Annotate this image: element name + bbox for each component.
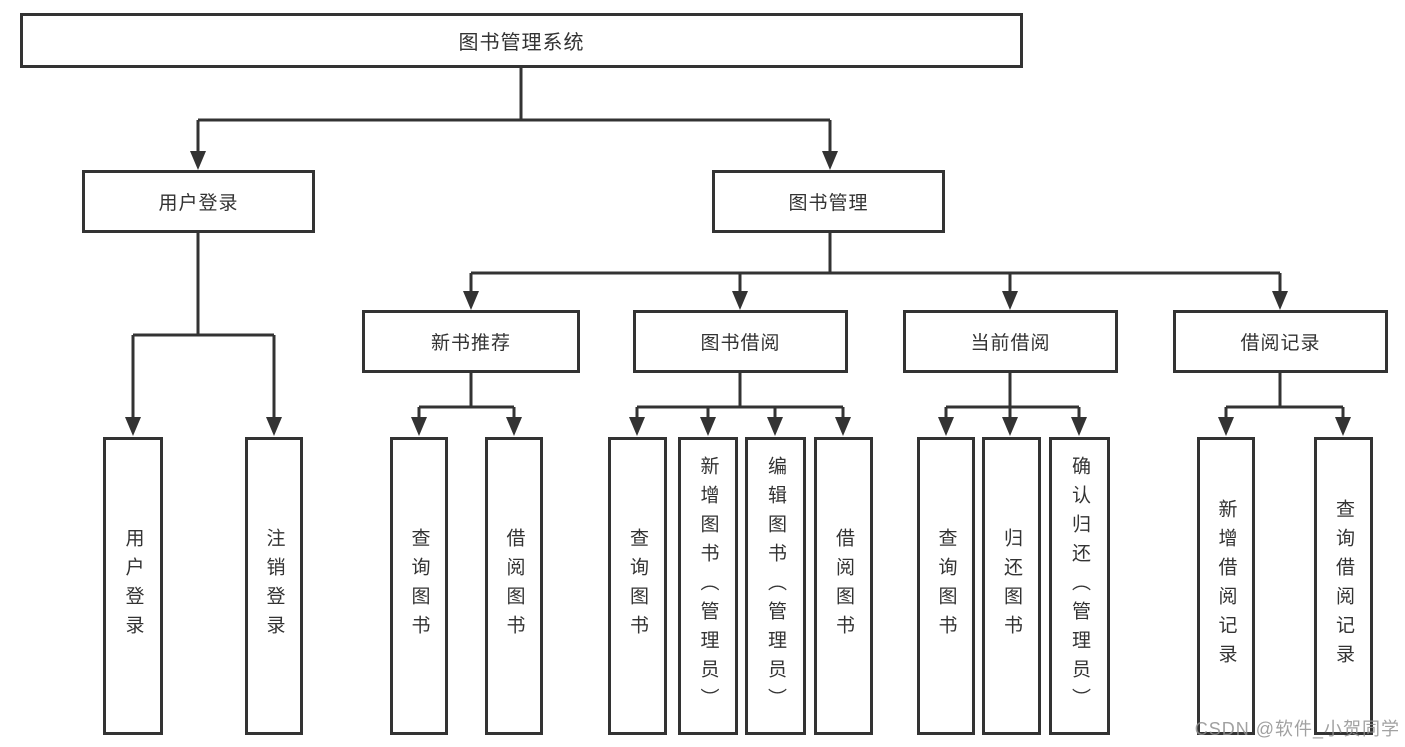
node-label: 查询图书: [935, 528, 957, 644]
node-user-login: 用户登录: [82, 170, 315, 233]
node-label: 用户登录: [122, 528, 144, 644]
leaf-borrowing-add-books-admin: 新增图书（管理员）: [678, 437, 738, 735]
leaf-current-return-books: 归还图书: [982, 437, 1041, 735]
node-label: 查询借阅记录: [1333, 499, 1354, 673]
node-label: 图书借阅: [700, 333, 781, 354]
leaf-records-query-record: 查询借阅记录: [1314, 437, 1373, 735]
leaf-user-login: 用户登录: [103, 437, 163, 735]
node-label: 借阅图书: [833, 528, 854, 644]
leaf-borrowing-edit-books-admin: 编辑图书（管理员）: [745, 437, 806, 735]
leaf-current-confirm-return-admin: 确认归还（管理员）: [1049, 437, 1110, 735]
node-label: 图书管理系统: [458, 32, 585, 54]
node-label: 借阅记录: [1240, 333, 1321, 354]
node-label: 当前借阅: [970, 333, 1051, 354]
node-label: 确认归还（管理员）: [1069, 455, 1090, 717]
node-current-borrowing: 当前借阅: [903, 310, 1118, 373]
node-label: 编辑图书（管理员）: [765, 455, 786, 717]
leaf-logout: 注销登录: [245, 437, 303, 735]
node-label: 注销登录: [263, 528, 285, 644]
node-book-management: 图书管理: [712, 170, 945, 233]
node-new-book-recommend: 新书推荐: [362, 310, 580, 373]
csdn-watermark: CSDN @软件_小贺同学: [1194, 719, 1400, 739]
node-label: 查询图书: [408, 528, 430, 644]
leaf-recommend-query-books: 查询图书: [390, 437, 448, 735]
node-label: 图书管理: [788, 193, 869, 214]
node-label: 新增借阅记录: [1215, 499, 1237, 673]
leaf-recommend-borrow-books: 借阅图书: [485, 437, 543, 735]
node-label: 新书推荐: [430, 333, 511, 354]
node-label: 查询图书: [627, 528, 648, 644]
node-label: 归还图书: [1001, 528, 1022, 644]
node-borrowing-records: 借阅记录: [1173, 310, 1388, 373]
node-label: 借阅图书: [503, 528, 525, 644]
node-root: 图书管理系统: [20, 13, 1023, 68]
leaf-borrowing-query-books: 查询图书: [608, 437, 667, 735]
leaf-borrowing-borrow-books: 借阅图书: [814, 437, 873, 735]
leaf-records-add-record: 新增借阅记录: [1197, 437, 1255, 735]
node-label: 用户登录: [158, 193, 239, 214]
node-label: 新增图书（管理员）: [697, 455, 719, 717]
leaf-current-query-books: 查询图书: [917, 437, 975, 735]
node-book-borrowing: 图书借阅: [633, 310, 848, 373]
